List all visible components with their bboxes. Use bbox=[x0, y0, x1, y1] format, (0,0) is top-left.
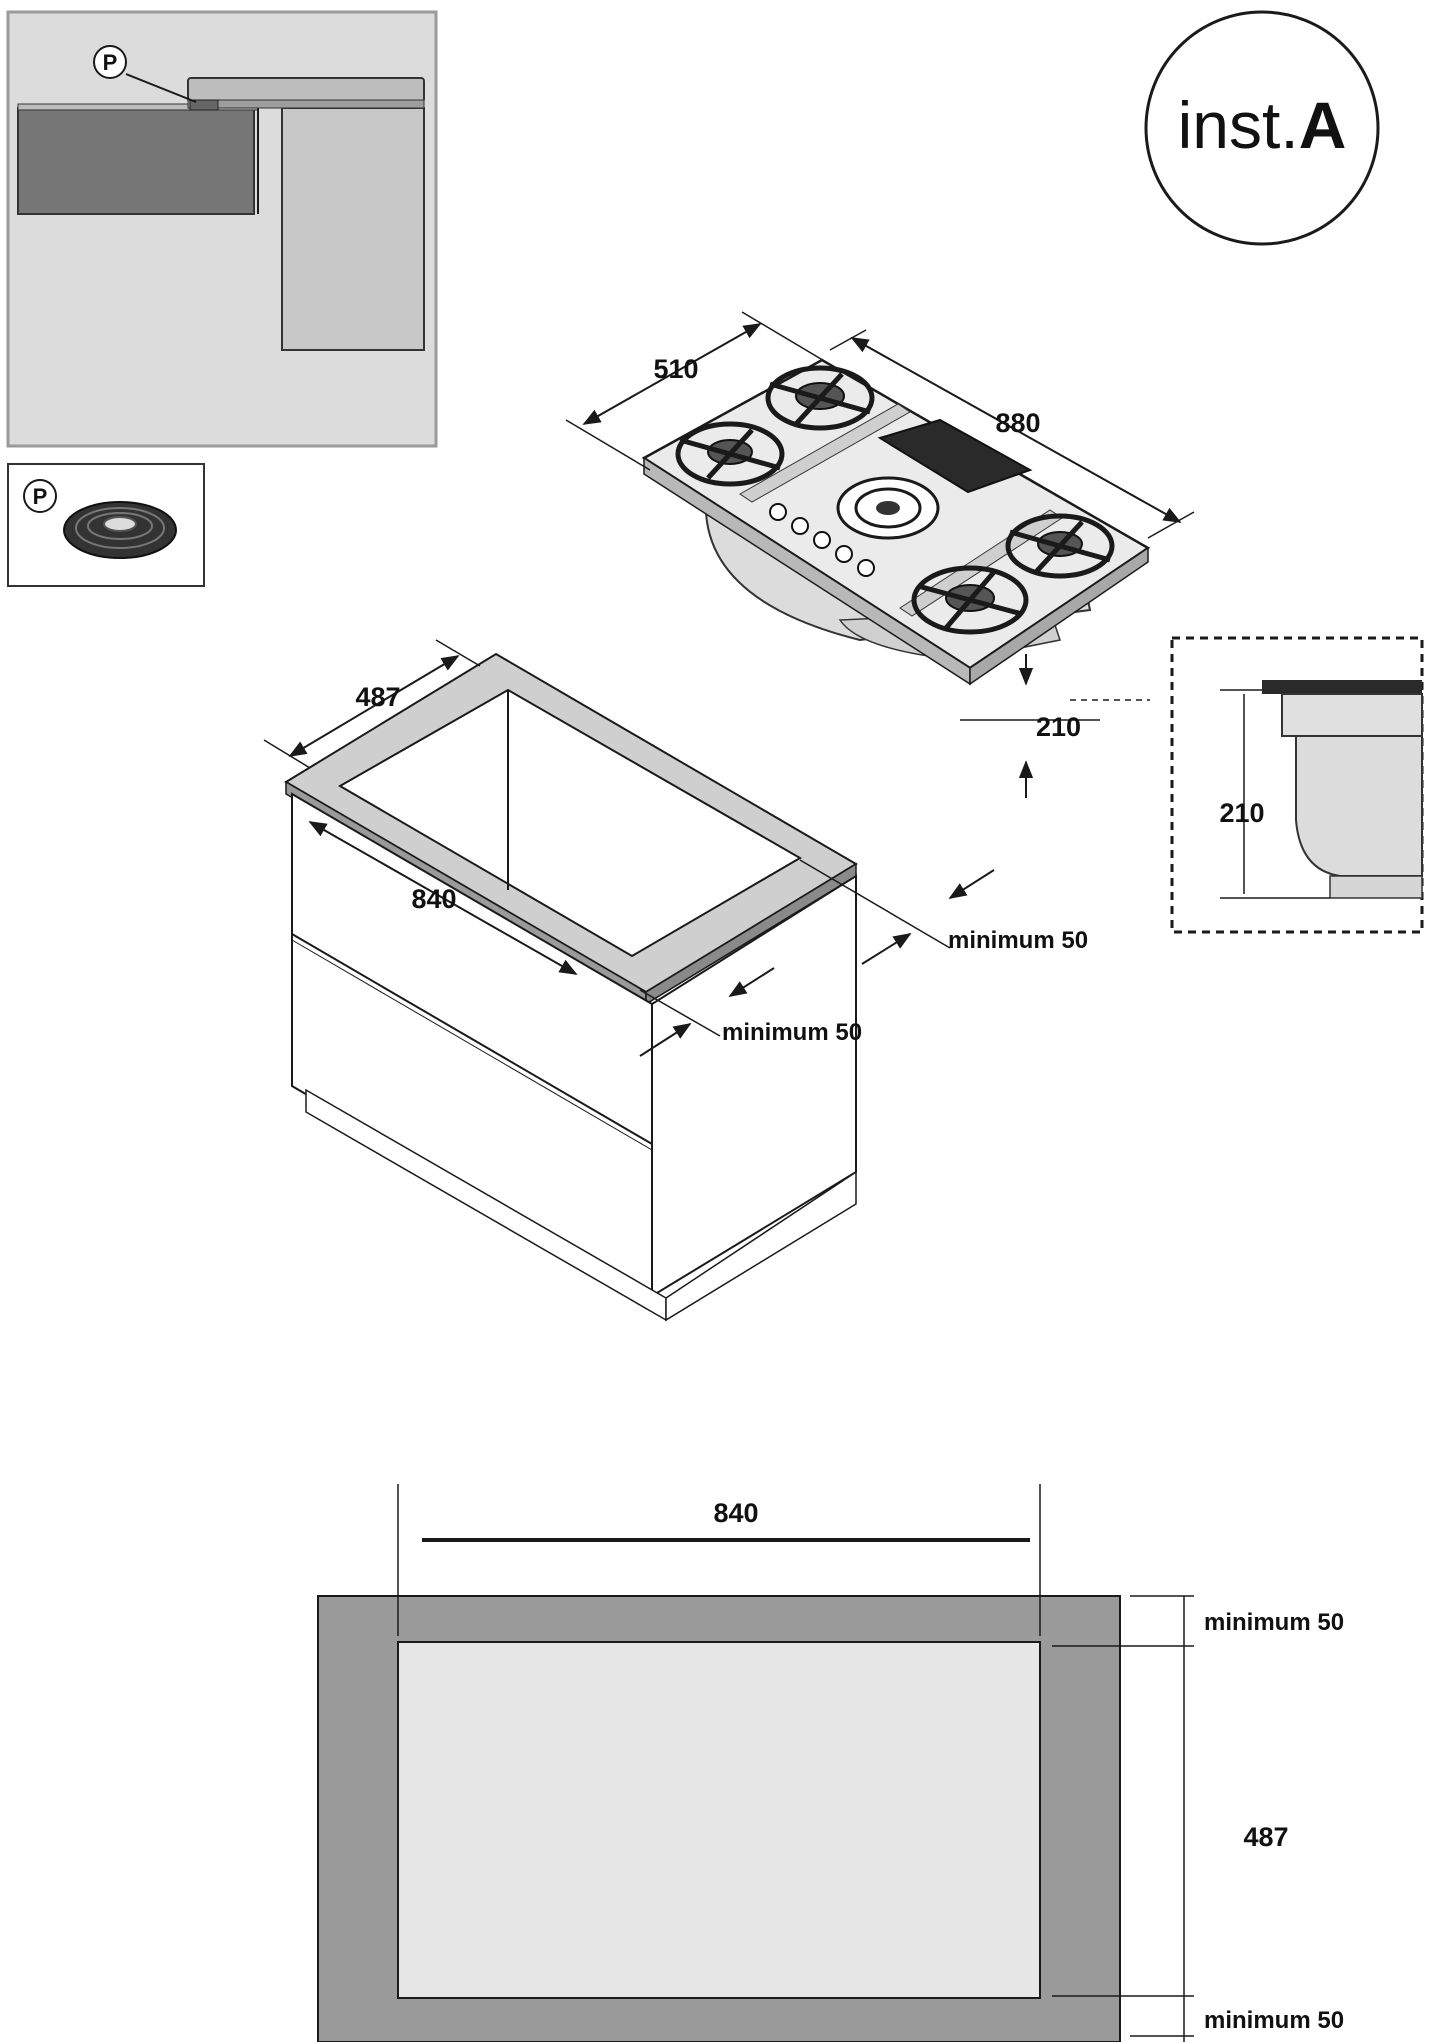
seal-marker-circle bbox=[93, 45, 127, 79]
hob-width-label: 880 bbox=[995, 408, 1040, 438]
cabinet-depth-label: 487 bbox=[355, 682, 400, 712]
cabinet-dimension-depth: 487 bbox=[263, 639, 481, 769]
plan-width-label: 840 bbox=[713, 1498, 758, 1528]
cabinet-clearance-side-label: minimum 50 bbox=[722, 1019, 862, 1046]
hob-dimension-height: 210 bbox=[960, 654, 1150, 798]
hob-dimension-depth: 510 bbox=[565, 311, 827, 471]
side-detail-panel: 210 bbox=[1170, 636, 1424, 934]
plan-clearance-top-label: minimum 50 bbox=[1204, 1609, 1344, 1636]
burner-front-left bbox=[911, 565, 1029, 635]
cabinet-dimension-clearance-side: minimum 50 bbox=[639, 967, 862, 1057]
cabinet-dimension-clearance-back: minimum 50 bbox=[799, 859, 1088, 965]
svg-text:inst.A: inst.A bbox=[1178, 88, 1347, 162]
seal-part-panel: P bbox=[7, 463, 205, 587]
hob-depth-label: 510 bbox=[653, 354, 698, 384]
cabinet-width-label: 840 bbox=[411, 884, 456, 914]
side-height-label: 210 bbox=[1219, 798, 1264, 828]
badge-letter: A bbox=[1299, 88, 1347, 162]
cabinet-illustration bbox=[284, 652, 858, 1322]
control-knobs bbox=[769, 503, 875, 577]
burner-center-wok bbox=[836, 476, 940, 540]
plan-depth-label: 487 bbox=[1243, 1822, 1288, 1852]
burner-front-right bbox=[1005, 513, 1115, 579]
seal-detail-panel: P bbox=[6, 10, 438, 448]
instruction-badge: inst.A bbox=[1144, 10, 1380, 246]
badge-prefix: inst. bbox=[1178, 88, 1299, 162]
seal-part-marker-label: P bbox=[33, 484, 48, 509]
hob-dimension-width: 880 bbox=[829, 329, 1195, 539]
seal-marker-label: P bbox=[103, 50, 118, 75]
hob-illustration bbox=[641, 358, 1151, 686]
seal-part-marker-circle bbox=[23, 479, 57, 513]
plan-view: 840 minimum 50 487 minimum 50 bbox=[317, 1484, 1344, 2042]
seal-roll-icon bbox=[63, 501, 177, 559]
hob-height-label: 210 bbox=[1036, 712, 1081, 742]
cabinet-dimension-width: 840 bbox=[308, 821, 578, 975]
plan-clearance-bottom-label: minimum 50 bbox=[1204, 2007, 1344, 2034]
cabinet-clearance-back-label: minimum 50 bbox=[948, 927, 1088, 954]
